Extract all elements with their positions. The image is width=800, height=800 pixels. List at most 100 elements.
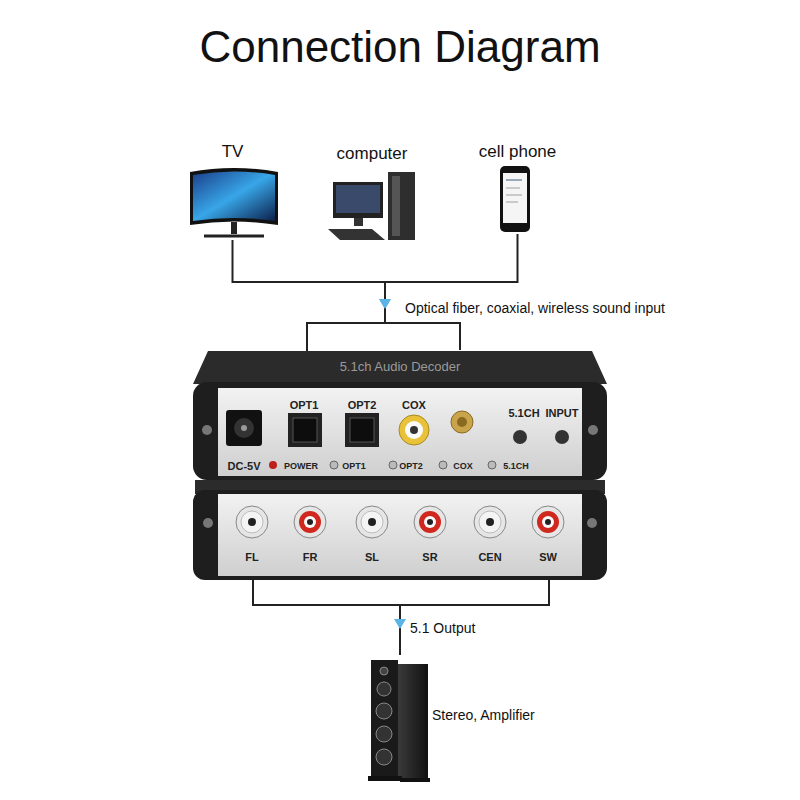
rca-jack	[236, 506, 564, 538]
output-label: SW	[539, 551, 557, 563]
led	[389, 461, 397, 469]
speaker-driver	[380, 667, 388, 675]
led	[269, 461, 277, 469]
speaker-base	[400, 778, 430, 782]
decoder-panel	[218, 388, 582, 476]
optical-port	[345, 413, 379, 447]
coax-jack	[410, 426, 418, 434]
dc-jack	[234, 418, 254, 438]
rca-jack	[479, 511, 501, 533]
phone-screen	[503, 173, 527, 223]
speaker-driver	[376, 703, 392, 719]
tv-stand	[231, 222, 237, 234]
rca-jack	[537, 511, 559, 533]
indicator-label: OPT1	[342, 461, 366, 471]
rca-jack	[307, 519, 313, 525]
port-label: OPT2	[348, 399, 377, 411]
indicator-label: COX	[453, 461, 473, 471]
connector-line	[233, 240, 461, 350]
monitor-stand	[354, 218, 363, 226]
device-node: computer	[322, 140, 422, 242]
coax-jack	[399, 415, 429, 445]
coax-jack	[405, 421, 423, 439]
keyboard	[328, 229, 385, 240]
rca-jack	[532, 506, 564, 538]
output-label: FL	[245, 551, 258, 563]
node-label: 5.1ch Audio Decoder	[195, 359, 605, 374]
rca-jack	[294, 506, 326, 538]
bracket-wire	[548, 580, 550, 606]
output-label: FR	[303, 551, 318, 563]
indicator-label: OPT2	[399, 461, 423, 471]
port-label: 5.1CH	[508, 407, 539, 419]
diagram-title: Connection Diagram	[0, 22, 800, 72]
arrow-head	[394, 619, 406, 629]
decoder-top	[193, 351, 607, 384]
monitor-frame	[333, 182, 383, 218]
rca-jack	[241, 511, 263, 533]
node-label: cell phone	[470, 142, 565, 162]
bracket-wire	[307, 322, 385, 324]
button	[513, 430, 527, 444]
optical-port	[293, 418, 317, 442]
rca-jack	[299, 511, 321, 533]
pc-tower-front	[392, 176, 400, 236]
rca-jack	[474, 506, 506, 538]
pc-tower	[388, 172, 415, 240]
phone-ui	[506, 179, 522, 181]
rca-jack	[424, 516, 436, 528]
output-label: SR	[422, 551, 437, 563]
connector-line	[385, 234, 518, 350]
port-label: DC-5V	[227, 460, 260, 472]
rca-jack	[248, 518, 256, 526]
connector	[379, 234, 518, 350]
connector	[253, 580, 406, 655]
device-node: cell phone	[470, 138, 565, 234]
rca-jack	[414, 506, 446, 538]
rca-jack	[545, 519, 551, 525]
node-label: computer	[322, 144, 422, 164]
decoder-panel	[218, 494, 582, 576]
led	[488, 461, 496, 469]
screw	[587, 518, 597, 528]
phone-ui	[506, 194, 522, 196]
edge-label: Optical fiber, coaxial, wireless sound i…	[405, 300, 665, 316]
node-label: TV	[185, 142, 280, 162]
monitor-screen	[336, 185, 380, 213]
port-label: COX	[402, 399, 426, 411]
phone-body	[500, 166, 530, 232]
arrow-head	[379, 299, 391, 309]
indicator-label: 5.1CH	[503, 461, 529, 471]
led	[330, 461, 338, 469]
rca-jack	[368, 518, 376, 526]
button	[555, 430, 569, 444]
device-node: TV	[185, 138, 280, 240]
rca-jack	[304, 516, 316, 528]
edge-label: 5.1 Output	[410, 620, 475, 636]
rca-jack	[419, 511, 441, 533]
antenna-jack	[451, 411, 473, 433]
rca-jack	[427, 519, 433, 525]
rca-jack	[542, 516, 554, 528]
screw	[203, 518, 213, 528]
screw	[588, 425, 598, 435]
decoder-frame	[193, 382, 607, 480]
rca-jack	[236, 506, 268, 538]
speaker-tower	[398, 664, 428, 780]
dc-jack	[226, 410, 262, 446]
screw	[202, 425, 212, 435]
port-label: OPT1	[290, 399, 319, 411]
tv-frame	[190, 168, 278, 225]
speaker-driver	[377, 682, 391, 696]
tv-base	[204, 235, 264, 238]
dc-jack	[241, 425, 247, 431]
tv-screen	[193, 172, 275, 222]
rca-jack	[356, 506, 388, 538]
bracket-wire	[306, 322, 308, 352]
connector-line	[253, 580, 400, 655]
port-label: INPUT	[546, 407, 579, 419]
speaker-driver	[376, 749, 392, 765]
indicator-label: POWER	[284, 461, 318, 471]
node-label: Stereo, Amplifier	[432, 707, 535, 723]
